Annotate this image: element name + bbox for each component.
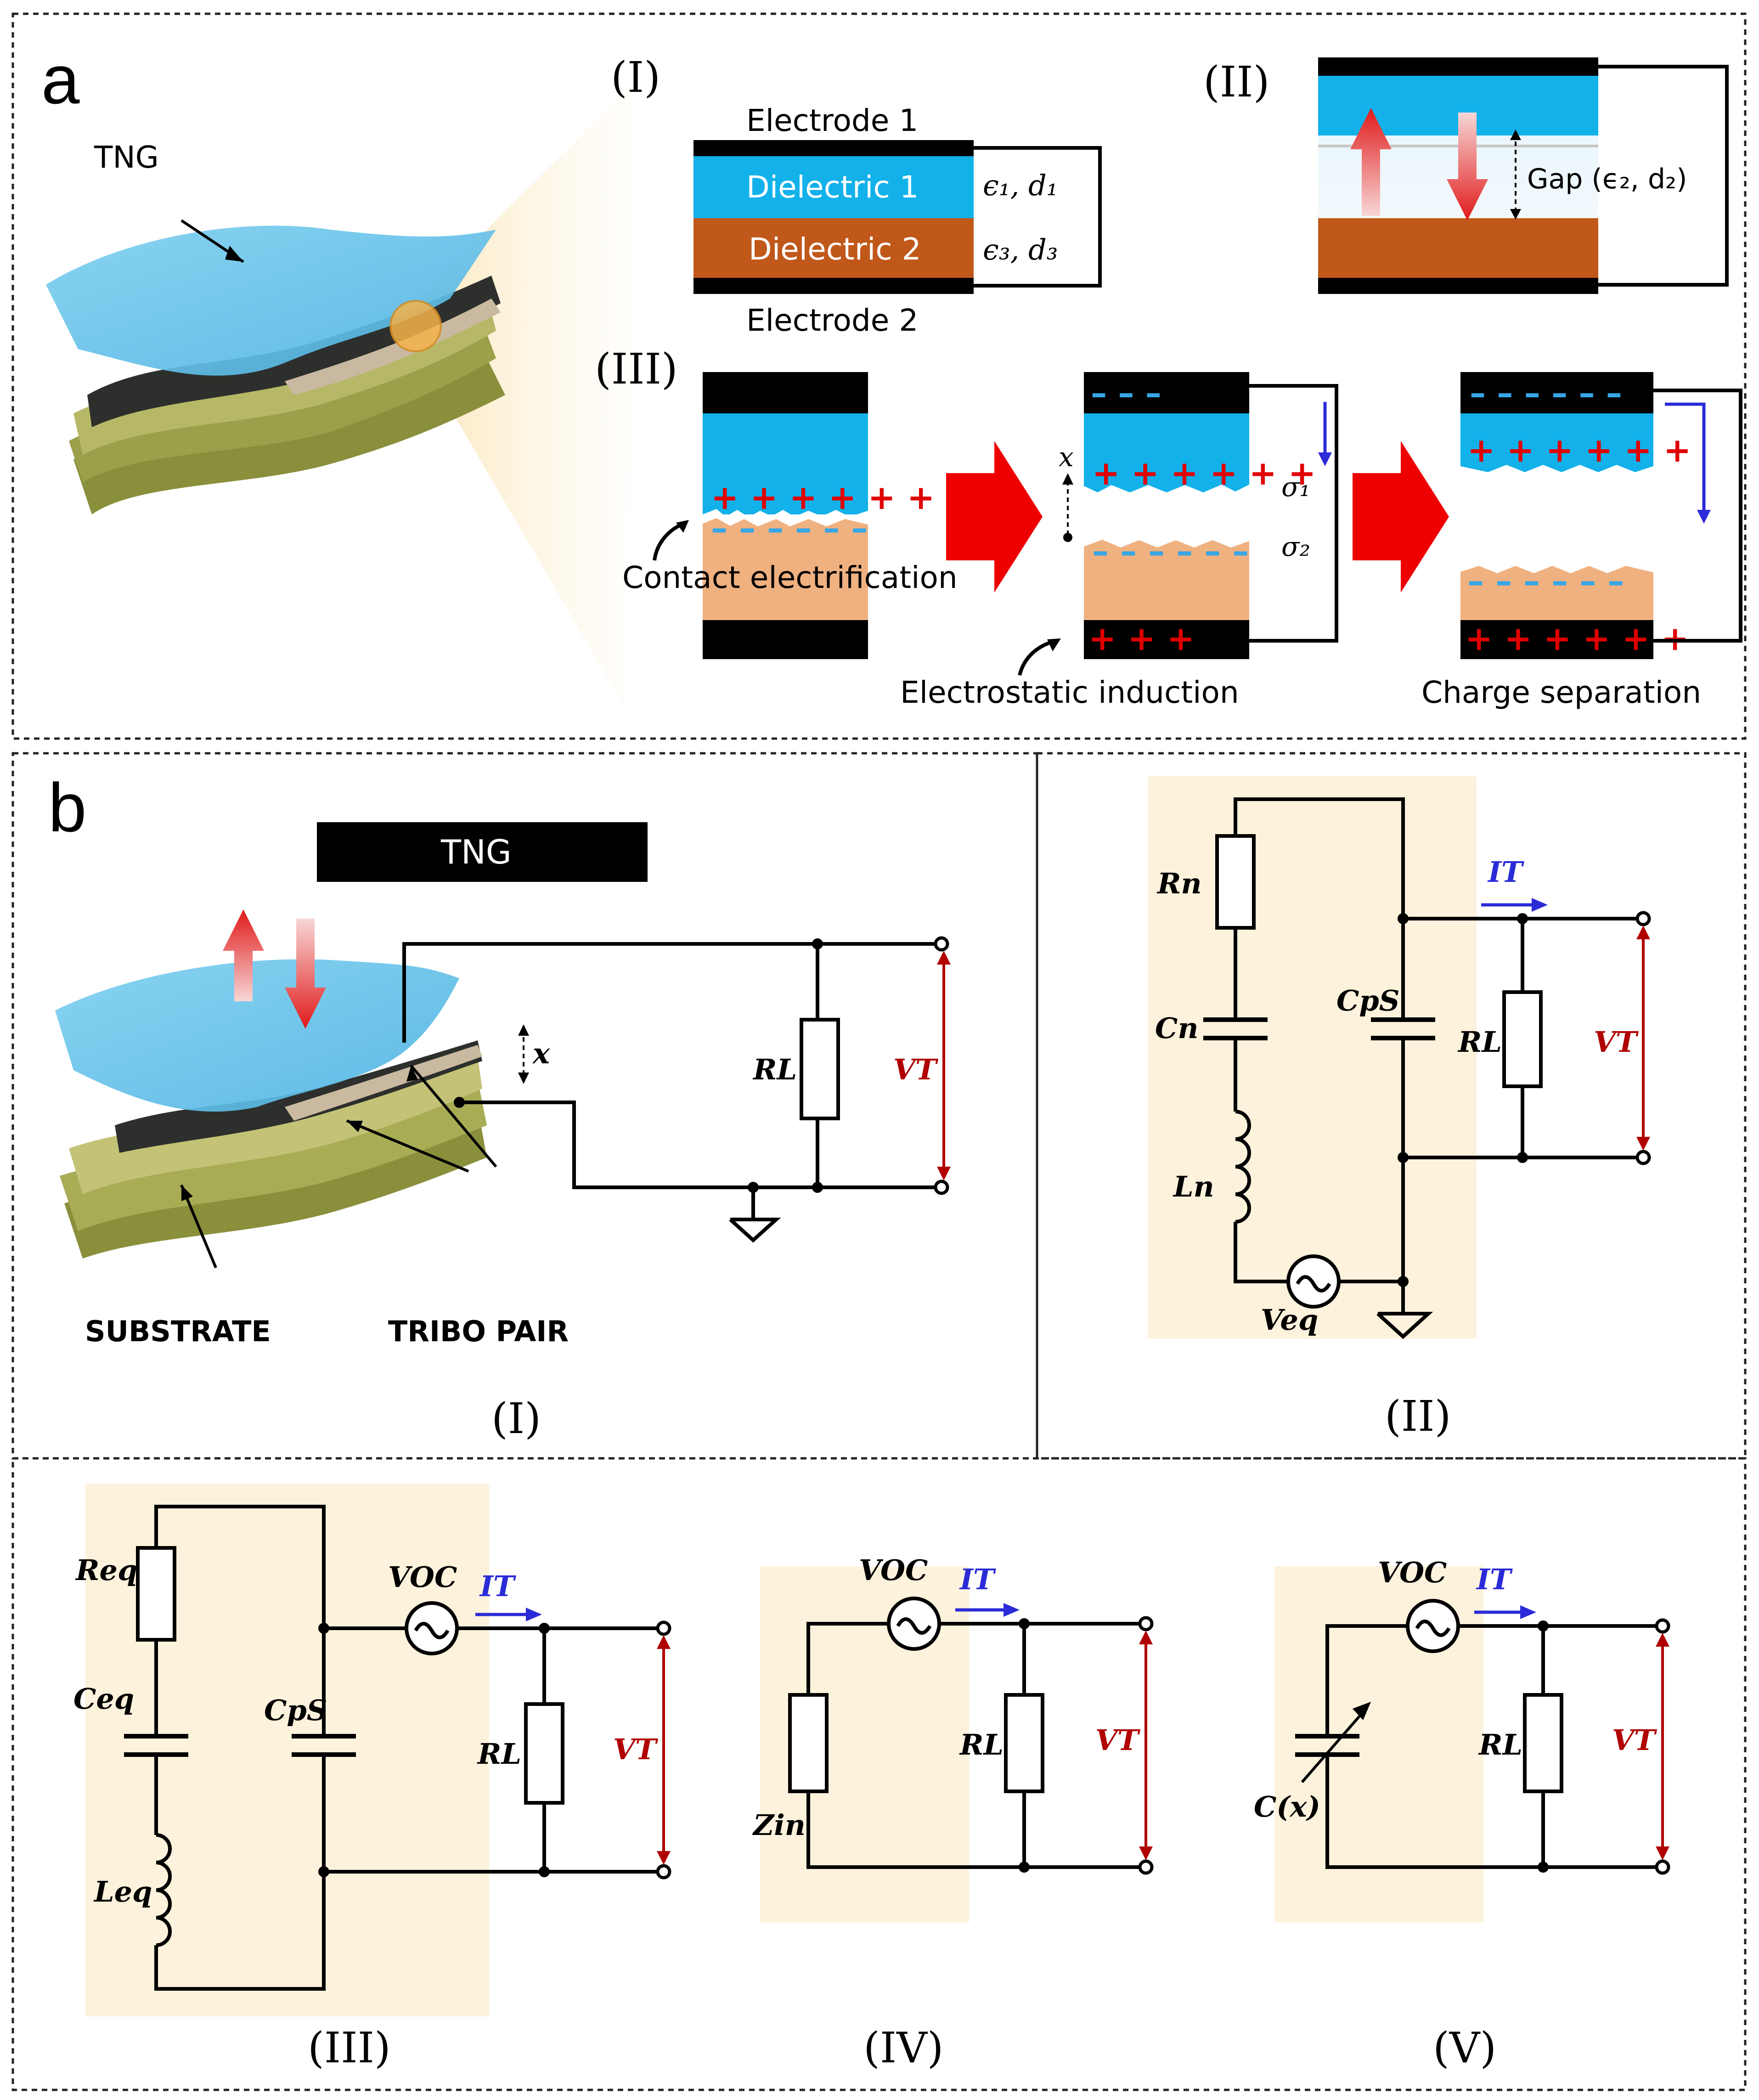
voc-label-III: VOC bbox=[388, 1560, 457, 1594]
svg-text:– – –: – – – bbox=[1091, 374, 1161, 412]
circuit-III bbox=[124, 1505, 671, 1991]
req-label: Req bbox=[75, 1553, 137, 1587]
vt-label-bI: VT bbox=[893, 1053, 938, 1086]
stack-induction: – – – + + + + + + – – – – – – + + + bbox=[1062, 372, 1338, 659]
panel-b-II-frame bbox=[1036, 752, 1747, 1460]
cps-label-III: CpS bbox=[264, 1694, 327, 1727]
tng-title-text: TNG bbox=[440, 833, 512, 871]
rl-label-IV: RL bbox=[959, 1728, 1004, 1761]
tng-top-film bbox=[46, 226, 496, 376]
it-label-V: IT bbox=[1476, 1563, 1513, 1596]
rl-label-V: RL bbox=[1478, 1728, 1522, 1761]
a-III-label: (III) bbox=[595, 344, 678, 394]
b-II-label: (II) bbox=[1385, 1392, 1451, 1441]
tng-title-bar bbox=[317, 822, 648, 882]
tng-label: TNG bbox=[94, 140, 159, 175]
electrode2-label: Electrode 2 bbox=[746, 303, 918, 338]
vt-label-V: VT bbox=[1612, 1723, 1657, 1757]
rl-label-bI: RL bbox=[752, 1053, 797, 1086]
contact-electrification-label: Contact electrification bbox=[622, 560, 958, 595]
a-II-label: (II) bbox=[1203, 57, 1269, 107]
vt-label-II: VT bbox=[1594, 1025, 1639, 1059]
rl-label-II: RL bbox=[1457, 1025, 1502, 1059]
svg-text:– – – – – –: – – – – – – bbox=[1470, 374, 1622, 412]
electrode1-label: Electrode 1 bbox=[746, 103, 918, 138]
vt-label-IV: VT bbox=[1095, 1723, 1140, 1757]
dielectric2-label: Dielectric 2 bbox=[749, 231, 921, 267]
zin-label: Zin bbox=[752, 1808, 806, 1842]
voc-label-IV: VOC bbox=[859, 1553, 928, 1587]
cx-label: C(x) bbox=[1254, 1790, 1320, 1823]
zoom-spot bbox=[389, 300, 442, 352]
sigma2-label: σ₂ bbox=[1281, 531, 1310, 562]
rl-label-III: RL bbox=[477, 1737, 521, 1771]
svg-text:+ + + + + +: + + + + + + bbox=[1465, 619, 1689, 658]
b-V-label: (V) bbox=[1433, 2023, 1496, 2072]
electrostatic-induction-label: Electrostatic induction bbox=[900, 675, 1239, 710]
it-label-IV: IT bbox=[959, 1563, 996, 1596]
charge-separation-label: Charge separation bbox=[1421, 675, 1701, 710]
sigma1-label: σ₁ bbox=[1281, 471, 1310, 502]
leq-label: Leq bbox=[93, 1875, 152, 1908]
gap-label: Gap (ϵ₂, d₂) bbox=[1527, 163, 1687, 195]
b-IV-label: (IV) bbox=[863, 2023, 944, 2072]
cn-label: Cn bbox=[1155, 1011, 1198, 1045]
svg-text:+ + +: + + + bbox=[1088, 619, 1195, 658]
voc-label-V: VOC bbox=[1378, 1556, 1447, 1589]
panel-b-letter: b bbox=[48, 769, 86, 846]
param-eps3-d3: ϵ₃, d₃ bbox=[983, 233, 1058, 266]
process-arrow-2 bbox=[1353, 441, 1449, 593]
x-label-b: x bbox=[532, 1037, 550, 1070]
circuit-II bbox=[1203, 797, 1651, 1339]
a-I-label: (I) bbox=[611, 53, 660, 102]
ceq-label: Ceq bbox=[73, 1682, 134, 1716]
svg-text:+ + + + + +: + + + + + + bbox=[711, 478, 935, 517]
dielectric1-layer bbox=[693, 156, 974, 218]
svg-text:– – – – – –: – – – – – – bbox=[711, 509, 868, 548]
stack-separation: – – – – – – + + + + + + – – – – – – + + … bbox=[1460, 372, 1742, 659]
panel-b-I-frame bbox=[11, 752, 1038, 1460]
veq-label: Veq bbox=[1261, 1303, 1318, 1337]
ln-label: Ln bbox=[1173, 1170, 1214, 1203]
tng-device-b bbox=[55, 909, 951, 1269]
down-arrow bbox=[1447, 113, 1488, 220]
substrate-label: SUBSTRATE bbox=[85, 1315, 271, 1348]
svg-text:– – – – – –: – – – – – – bbox=[1467, 562, 1624, 600]
vt-label-III: VT bbox=[613, 1733, 658, 1766]
tribo-pair-label: TRIBO PAIR bbox=[388, 1315, 569, 1348]
rn-label: Rn bbox=[1156, 867, 1202, 900]
electrode2 bbox=[693, 278, 974, 294]
dielectric2-layer bbox=[693, 218, 974, 278]
it-label-III: IT bbox=[479, 1569, 516, 1603]
svg-text:– – – – – –: – – – – – – bbox=[1092, 532, 1249, 570]
svg-text:+ + + + + +: + + + + + + bbox=[1092, 454, 1316, 492]
b-I-label: (I) bbox=[491, 1394, 541, 1443]
circuit-II-shade bbox=[1148, 776, 1477, 1339]
up-arrow bbox=[1350, 108, 1392, 216]
stack-contact: + + + + + + – – – – – – bbox=[703, 372, 935, 659]
electrode1 bbox=[693, 140, 974, 156]
panel-a-frame bbox=[11, 12, 1747, 740]
process-arrow-1 bbox=[946, 441, 1043, 593]
it-label-II: IT bbox=[1487, 855, 1524, 889]
b-III-label: (III) bbox=[308, 2023, 391, 2072]
circuit-IV bbox=[788, 1597, 1154, 1875]
x-label-a: x bbox=[1059, 441, 1074, 473]
cps-label-II: CpS bbox=[1336, 984, 1399, 1017]
param-eps1-d1: ϵ₁, d₁ bbox=[983, 169, 1058, 202]
circuit-V bbox=[1295, 1599, 1670, 1875]
dielectric1-label: Dielectric 1 bbox=[746, 169, 919, 205]
tng-device-illustration bbox=[46, 83, 634, 707]
panel-a-letter: a bbox=[41, 41, 80, 118]
svg-text:+ + + + + +: + + + + + + bbox=[1467, 431, 1691, 469]
